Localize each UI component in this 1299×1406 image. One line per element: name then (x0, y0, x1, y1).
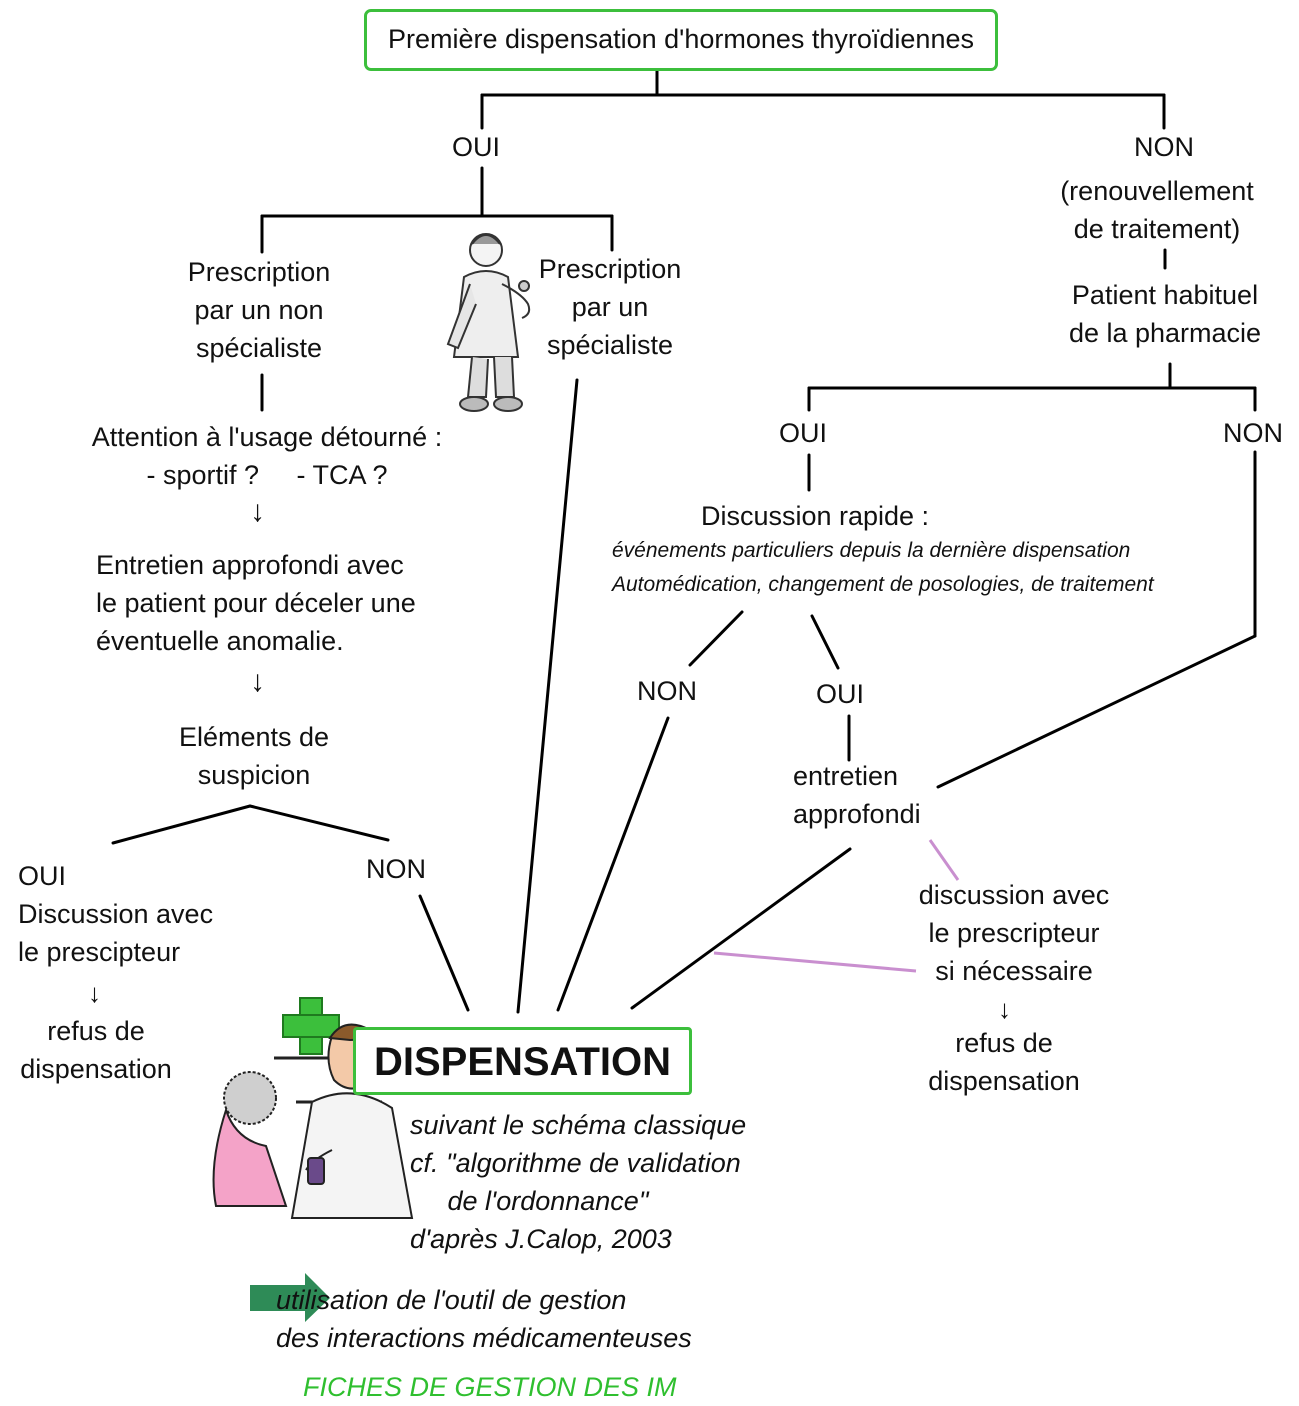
discussion-oui-label: OUI (815, 679, 865, 709)
discussion-non-label: NON (637, 676, 697, 706)
dispensation-label: DISPENSATION (373, 1040, 672, 1084)
refus-dispensation-left: refus de dispensation (20, 1016, 172, 1084)
branch-non-detail: (renouvellement de traitement) (1060, 176, 1254, 244)
down-arrow-icon: ↓ (88, 978, 101, 1008)
suspicion-non-label: NON (366, 854, 426, 884)
fiches-gestion-im-link[interactable]: FICHES DE GESTION DES IM (303, 1372, 677, 1402)
dispensation-note: suivant le schéma classique cf. "algorit… (410, 1110, 747, 1254)
prescription-specialiste: Prescription par un spécialiste (538, 254, 682, 360)
patient-habituel: Patient habituel de la pharmacie (1068, 280, 1262, 348)
branch-non-label: NON (1134, 132, 1194, 162)
down-arrow-icon: ↓ (250, 495, 265, 528)
patient-habituel-oui: OUI (778, 418, 828, 448)
branch-oui-label: OUI (451, 132, 501, 162)
diagram-title: Première dispensation d'hormones thyroïd… (388, 24, 974, 54)
discussion-rapide: Discussion rapide : (700, 501, 930, 531)
doctor-illustration (446, 233, 531, 412)
discussion-rapide-detail: événements particuliers depuis la derniè… (612, 539, 1154, 596)
dispensation-box: DISPENSATION (353, 1027, 692, 1095)
elements-de-suspicion: Eléments de suspicion (178, 722, 330, 790)
discussion-avec-prescripteur: discussion avec le prescripteur si néces… (918, 880, 1110, 986)
down-arrow-icon: ↓ (998, 994, 1011, 1024)
down-arrow-icon: ↓ (250, 665, 265, 698)
title-box: Première dispensation d'hormones thyroïd… (364, 9, 998, 71)
interactions-note: utilisation de l'outil de gestion des in… (276, 1285, 692, 1353)
entretien-approfondi-left: Entretien approfondi avec le patient pou… (96, 550, 416, 656)
attention-usage-detourne: Attention à l'usage détourné : - sportif… (91, 422, 443, 490)
prescription-non-specialiste: Prescription par un non spécialiste (187, 257, 331, 363)
green-arrow-icon (250, 1273, 330, 1322)
pharmacist-illustration (212, 997, 414, 1219)
entretien-approfondi-right: entretien approfondi (793, 761, 921, 829)
refus-dispensation-right: refus de dispensation (928, 1028, 1080, 1096)
patient-habituel-non: NON (1223, 418, 1283, 448)
oui-discussion-prescripteur: OUI Discussion avec le prescipteur (18, 861, 214, 967)
